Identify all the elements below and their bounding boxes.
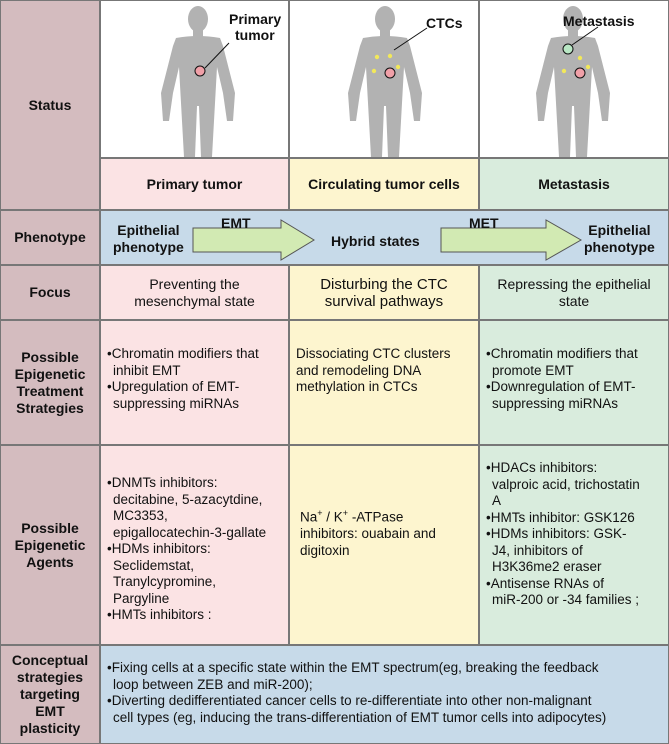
row-header-status: Status [0, 0, 100, 210]
agents-primary: •DNMTs inhibitors: decitabine, 5-azacytd… [100, 445, 289, 645]
row-header-phenotype-label: Phenotype [14, 229, 86, 245]
human-silhouette-metastasis [536, 6, 610, 157]
metastasis-figure-label: Metastasis [563, 13, 635, 29]
row-header-conceptual: Conceptual strategies targeting EMT plas… [0, 645, 100, 744]
na-k-atpase-line: Na+ / K+ -ATPase [300, 508, 404, 525]
column-title-metastasis: Metastasis [479, 158, 669, 210]
row-header-strategies: Possible Epigenetic Treatment Strategies [0, 320, 100, 445]
row-header-focus: Focus [0, 265, 100, 320]
phenotype-left: Epithelial phenotype [113, 222, 184, 255]
column-title-primary: Primary tumor [100, 158, 289, 210]
row-header-agents-label: Possible Epigenetic Agents [14, 519, 86, 570]
met-label: MET [469, 215, 499, 231]
row-header-strategies-label: Possible Epigenetic Treatment Strategies [14, 348, 86, 416]
emt-label: EMT [221, 215, 251, 231]
strategies-metastasis: •Chromatin modifiers that promote EMT •D… [479, 320, 669, 445]
row-header-phenotype: Phenotype [0, 210, 100, 265]
met-arrow [440, 219, 583, 261]
strategies-primary: •Chromatin modifiers that inhibit EMT •U… [100, 320, 289, 445]
ctc-dot [387, 53, 393, 59]
row-header-conceptual-label: Conceptual strategies targeting EMT plas… [11, 652, 89, 736]
primary-tumor-marker [194, 65, 206, 77]
status-metastasis-figure: Metastasis [479, 0, 669, 158]
phenotype-middle: Hybrid states [331, 233, 420, 249]
ctc-dot [561, 68, 567, 74]
status-ctc-figure: CTCs [289, 0, 479, 158]
row-header-agents: Possible Epigenetic Agents [0, 445, 100, 645]
primary-tumor-figure-label: Primary tumor [229, 11, 282, 43]
phenotype-band: Epithelial phenotype EMT Hybrid states M… [100, 210, 669, 265]
phenotype-right: Epithelial phenotype [584, 222, 655, 255]
ctc-figure-label: CTCs [426, 15, 463, 31]
ctc-dot [374, 54, 380, 60]
phenotype-arrows [192, 219, 583, 261]
ctc-dot [577, 55, 583, 61]
primary-tumor-marker [384, 67, 396, 79]
row-header-status-label: Status [28, 96, 72, 113]
ctc-dot [371, 68, 377, 74]
metastasis-marker [562, 43, 574, 55]
human-silhouette-primary [161, 6, 235, 157]
agents-metastasis: •HDACs inhibitors: valproic acid, tricho… [479, 445, 669, 645]
column-title-ctc: Circulating tumor cells [289, 158, 479, 210]
strategies-ctc: Dissociating CTC clusters and remodeling… [289, 320, 479, 445]
human-silhouette-ctc [348, 6, 428, 157]
primary-tumor-marker [574, 67, 586, 79]
ctc-dot [585, 64, 591, 70]
ctc-dot [395, 64, 401, 70]
conceptual-strategies: •Fixing cells at a specific state within… [100, 645, 669, 744]
status-primary-figure: Primary tumor [100, 0, 289, 158]
agents-ctc: Na+ / K+ -ATPase inhibitors: ouabain and… [289, 445, 479, 645]
row-header-focus-label: Focus [29, 284, 71, 300]
emt-arrow [192, 219, 315, 261]
